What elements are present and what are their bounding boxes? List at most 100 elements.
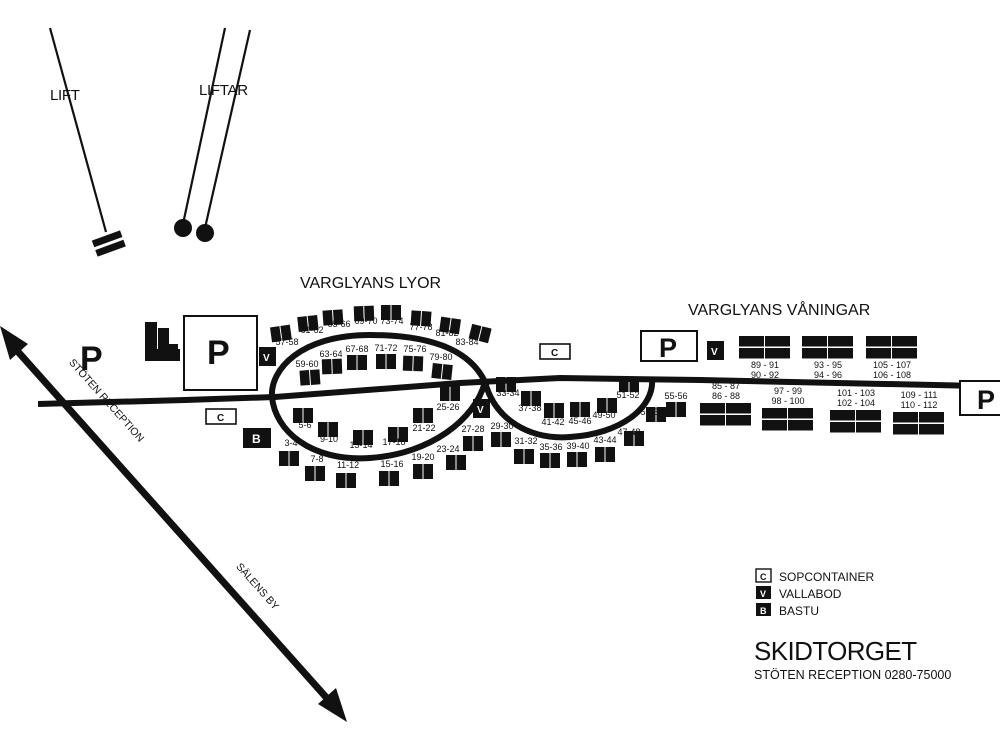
cabin <box>299 369 321 386</box>
parking-symbol: P <box>80 340 103 378</box>
cabin <box>624 431 644 446</box>
cabin-label: 29-30 <box>490 421 513 431</box>
map-subtitle: STÖTEN RECEPTION 0280-75000 <box>754 668 951 682</box>
cabin-label: 61-62 <box>300 325 323 335</box>
cabin-label: 73-74 <box>380 316 403 326</box>
legend-text: BASTU <box>779 604 819 618</box>
apartment-building <box>830 410 881 433</box>
cabin-label: 71-72 <box>374 343 397 353</box>
cabin <box>468 323 492 344</box>
vallabod-symbol <box>473 399 490 418</box>
legend-symbol-letter: V <box>760 589 766 599</box>
cabin-label: 33-34 <box>496 388 519 398</box>
apartment-building <box>700 403 751 426</box>
cabin-label: 7-8 <box>310 454 323 464</box>
cabin-label: 3-4 <box>284 438 297 448</box>
cabin <box>440 386 460 401</box>
cabin-label: 19-20 <box>411 452 434 462</box>
vallabod-symbol-letter: V <box>263 353 270 364</box>
cabin-label: 57-58 <box>275 337 298 347</box>
legend-symbol-letter: B <box>760 606 767 616</box>
cabin-label: 41-42 <box>541 417 564 427</box>
apartment-label: 93 - 95 <box>814 360 842 370</box>
cabin-label: 77-78 <box>409 322 432 332</box>
parking-lot <box>640 330 698 362</box>
vallabod-symbol <box>707 341 724 360</box>
cabin <box>321 358 343 375</box>
area-title-lyor: VARGLYANS LYOR <box>300 275 441 292</box>
apartment-label: 98 - 100 <box>771 396 804 406</box>
cabin <box>619 377 639 392</box>
cabin <box>491 432 511 447</box>
cabin-label: 59-60 <box>295 359 318 369</box>
cabin-label: 47-48 <box>617 427 640 437</box>
container-symbol <box>539 343 571 360</box>
lyor-loop <box>268 331 489 462</box>
cabin <box>402 355 424 372</box>
cabin <box>570 402 590 417</box>
cabin <box>336 473 356 488</box>
cabin-label: 37-38 <box>518 403 541 413</box>
building-icon <box>158 328 178 355</box>
legend-text: SOPCONTAINER <box>779 570 874 584</box>
cabin-label: 9-10 <box>320 434 338 444</box>
apartment-label: 101 - 103 <box>837 388 875 398</box>
lift-lines <box>48 27 252 233</box>
cabin <box>597 398 617 413</box>
container-symbol <box>205 408 237 425</box>
cabin <box>496 377 516 392</box>
cabin-label: 63-64 <box>319 349 342 359</box>
apartment-building <box>866 336 917 359</box>
cabin <box>297 314 319 333</box>
cabin <box>318 422 338 437</box>
apartment-label: 86 - 88 <box>712 391 740 401</box>
apartment-label: 94 - 96 <box>814 370 842 380</box>
cabin <box>439 316 462 335</box>
cabin-label: 79-80 <box>429 352 452 362</box>
cabin-label: 13-14 <box>349 440 372 450</box>
vallabod-symbol <box>259 347 276 366</box>
container-symbol-letter: C <box>217 413 224 424</box>
lyor-loop-east <box>482 377 656 441</box>
cabin <box>431 362 453 381</box>
apartment-building <box>802 336 853 359</box>
cabin <box>376 354 396 369</box>
cabin-label: 17-18 <box>382 437 405 447</box>
legend-symbol-vallabod <box>756 586 771 599</box>
cabin-label: 11-12 <box>337 460 359 470</box>
vallabod-symbol-letter: V <box>477 405 484 416</box>
main-road <box>37 374 981 407</box>
cabin-label: 5-6 <box>298 420 311 430</box>
bastu-symbol <box>243 428 271 448</box>
apartment-building <box>762 408 813 431</box>
bastu-symbol-letter: B <box>252 432 261 446</box>
parking-lot <box>959 380 1000 416</box>
legend: C SOPCONTAINER V VALLABOD B BASTU <box>755 568 874 618</box>
cabin-label: 23-24 <box>436 444 459 454</box>
cabin <box>413 408 433 423</box>
apartment-label: 102 - 104 <box>837 398 875 408</box>
cabin-label: 15-16 <box>380 459 403 469</box>
apartment-label: 90 - 92 <box>751 370 779 380</box>
liftar-station-icon <box>196 224 214 242</box>
cabin-label: 49-50 <box>592 410 615 420</box>
cabin <box>353 430 373 445</box>
map-title: SKIDTORGET <box>754 636 917 666</box>
legend-text: VALLABOD <box>779 587 842 601</box>
cabin-label: 35-36 <box>539 442 562 452</box>
cabin-label: 81-82 <box>435 328 458 338</box>
cabin <box>322 309 344 326</box>
apartment-label: 97 - 99 <box>774 386 802 396</box>
area-title-vaningar: VARGLYANS VÅNINGAR <box>688 300 870 319</box>
apartment-label: 110 - 112 <box>901 400 938 410</box>
cabin-label: 25-26 <box>436 402 459 412</box>
cabin <box>540 453 560 468</box>
apartment-label: 109 - 111 <box>901 390 938 400</box>
apartment-label: 106 - 108 <box>873 370 911 380</box>
cabin-label: 31-32 <box>514 436 537 446</box>
cabin-label: 75-76 <box>403 344 426 354</box>
cabin <box>544 403 564 418</box>
cabin <box>347 355 367 370</box>
